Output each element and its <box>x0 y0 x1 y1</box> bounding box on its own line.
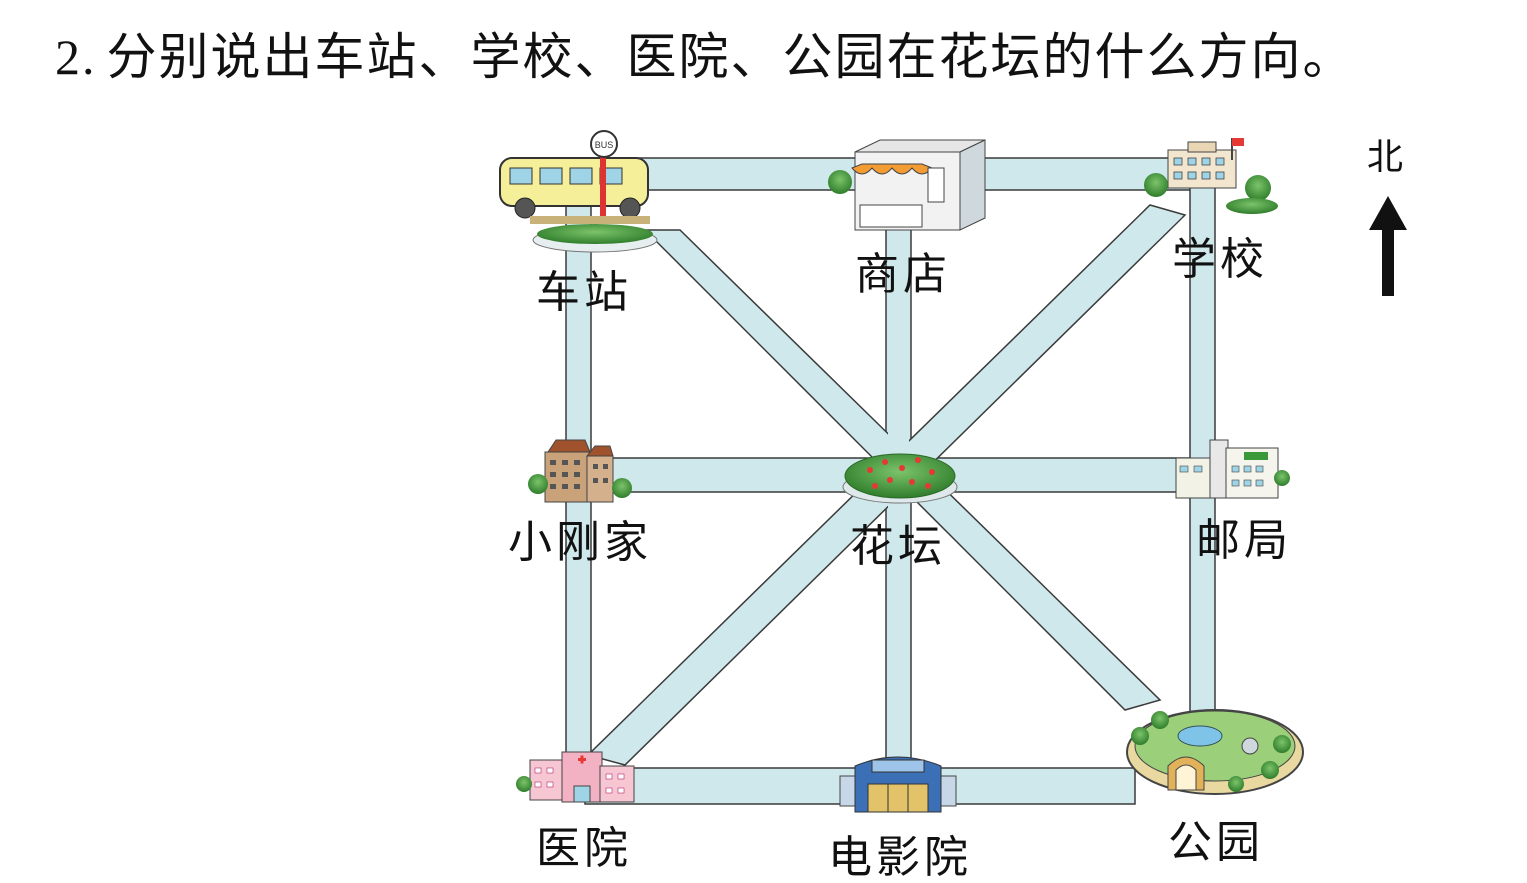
post-office-icon <box>1175 439 1290 499</box>
north-arrow-icon <box>1369 196 1407 296</box>
hospital-icon <box>516 751 635 803</box>
label-cinema: 电影院 <box>828 832 972 883</box>
question-body: 分别说出车站、学校、医院、公园在花坛的什么方向。 <box>106 28 1355 86</box>
park-icon <box>1126 709 1304 795</box>
north-label: 北 <box>1367 137 1404 178</box>
label-school: 学校 <box>1172 234 1268 285</box>
cinema-icon <box>839 756 957 813</box>
school-icon <box>1144 138 1278 214</box>
question-number: 2. <box>55 29 97 85</box>
label-park: 公园 <box>1168 817 1264 868</box>
shop-icon <box>828 139 986 231</box>
label-shop: 商店 <box>855 249 951 300</box>
bus-stop-icon: BUS <box>499 130 658 253</box>
label-flowerbed: 花坛 <box>850 521 946 572</box>
label-station: 车站 <box>536 267 632 318</box>
label-home: 小刚家 <box>508 517 652 568</box>
flowerbed-icon <box>842 453 958 504</box>
label-hospital: 医院 <box>536 823 632 874</box>
question-text: 2.分别说出车站、学校、医院、公园在花坛的什么方向。 <box>55 22 1355 92</box>
apartment-icon <box>528 439 632 503</box>
label-post-office: 邮局 <box>1196 515 1292 566</box>
svg-text:BUS: BUS <box>595 140 614 150</box>
